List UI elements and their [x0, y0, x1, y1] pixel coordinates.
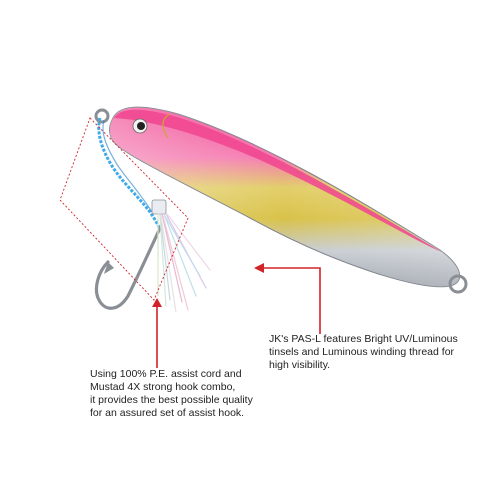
- assist-hook-line-2: Mustad 4X strong hook combo,: [90, 381, 236, 393]
- lure-feature-line-3: high visibility.: [269, 359, 331, 371]
- assist-hook-line-4: for an assured set of assist hook.: [90, 407, 245, 419]
- lure-feature-callout: JK's PAS-L features Bright UV/Luminous t…: [269, 333, 458, 372]
- assist-cord: [97, 117, 162, 231]
- tail-split-ring-icon: [448, 274, 468, 294]
- assist-hook-callout: Using 100% P.E. assist cord and Mustad 4…: [90, 368, 253, 420]
- head-split-ring-icon: [94, 108, 110, 124]
- lure-leader-line: [256, 267, 321, 334]
- jig-lure: [94, 106, 468, 294]
- lure-eye-icon: [132, 118, 148, 134]
- assist-hook: [94, 199, 167, 310]
- assist-hook-line-1: Using 100% P.E. assist cord and: [90, 368, 242, 380]
- lure-feature-line-1: JK's PAS-L features Bright UV/Luminous: [269, 333, 458, 345]
- hook-callout-box: [59, 117, 189, 301]
- assist-hook-line-3: it provides the best possible quality: [90, 394, 253, 406]
- tinsel-skirt: [157, 213, 211, 313]
- lure-feature-line-2: tinsels and Luminous winding thread for: [269, 346, 455, 358]
